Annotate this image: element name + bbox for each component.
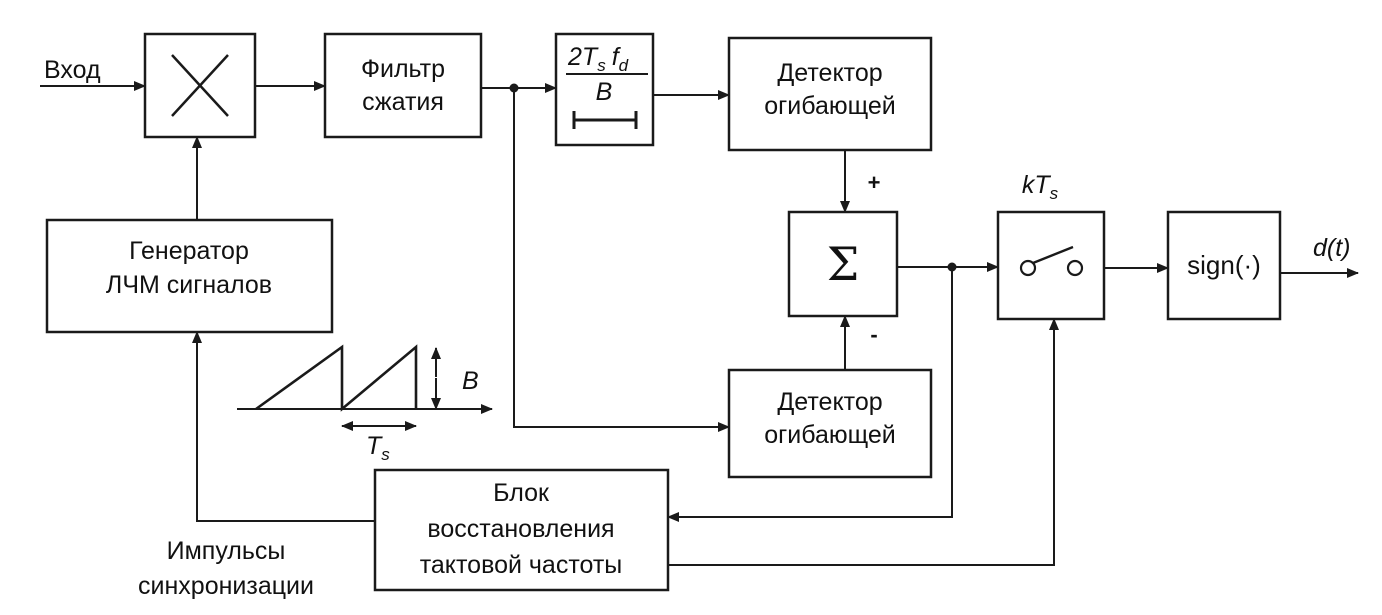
envelope-detector-top-line-1: Детектор [777,59,882,87]
bandwidth-label: B [462,367,479,395]
output-label: d(t) [1313,234,1351,262]
sigma-icon: Σ [827,237,860,291]
compression-filter-line-2: сжатия [362,88,444,116]
clock-recovery-line-1: Блок [493,479,550,507]
clock-recovery-block: Блок восстановления тактовой частоты [373,468,670,592]
sign-function-label: sign(·) [1187,250,1261,280]
input-label: Вход [44,56,101,84]
signal-wires [40,81,1359,566]
averaging-window-icon [572,111,638,129]
chirp-generator-block: Генератор ЛЧМ сигналов [45,218,334,334]
minus-sign: - [870,322,877,347]
compression-filter-line-1: Фильтр [361,55,445,83]
envelope-detector-top-line-2: огибающей [764,92,896,120]
clock-recovery-line-2: восстановления [427,515,614,543]
chirp-generator-line-1: Генератор [129,237,249,265]
sync-pulses-label-line-2: синхронизации [138,572,314,600]
multiplier-block [143,32,257,139]
clock-recovery-line-3: тактовой частоты [420,551,623,579]
sign-block: sign(·) [1166,210,1282,321]
summer-block: Σ [787,210,899,318]
envelope-detector-top-block: Детектор огибающей [727,36,933,152]
envelope-detector-bottom-block: Детектор огибающей [727,368,933,479]
sampler-label: kTs [1022,171,1059,203]
sawtooth-waveform-illustration [237,344,493,431]
switch-icon [1019,245,1084,277]
chirp-generator-line-2: ЛЧМ сигналов [106,271,272,299]
compression-filter-block: Фильтр сжатия [323,32,483,139]
averager-denominator: B [596,78,613,106]
envelope-detector-bottom-line-2: огибающей [764,421,896,449]
period-label: Ts [366,432,390,464]
envelope-detector-bottom-line-1: Детектор [777,388,882,416]
sampler-block [996,210,1106,321]
sync-pulses-label-line-1: Импульсы [167,537,286,565]
plus-sign: + [868,170,881,195]
